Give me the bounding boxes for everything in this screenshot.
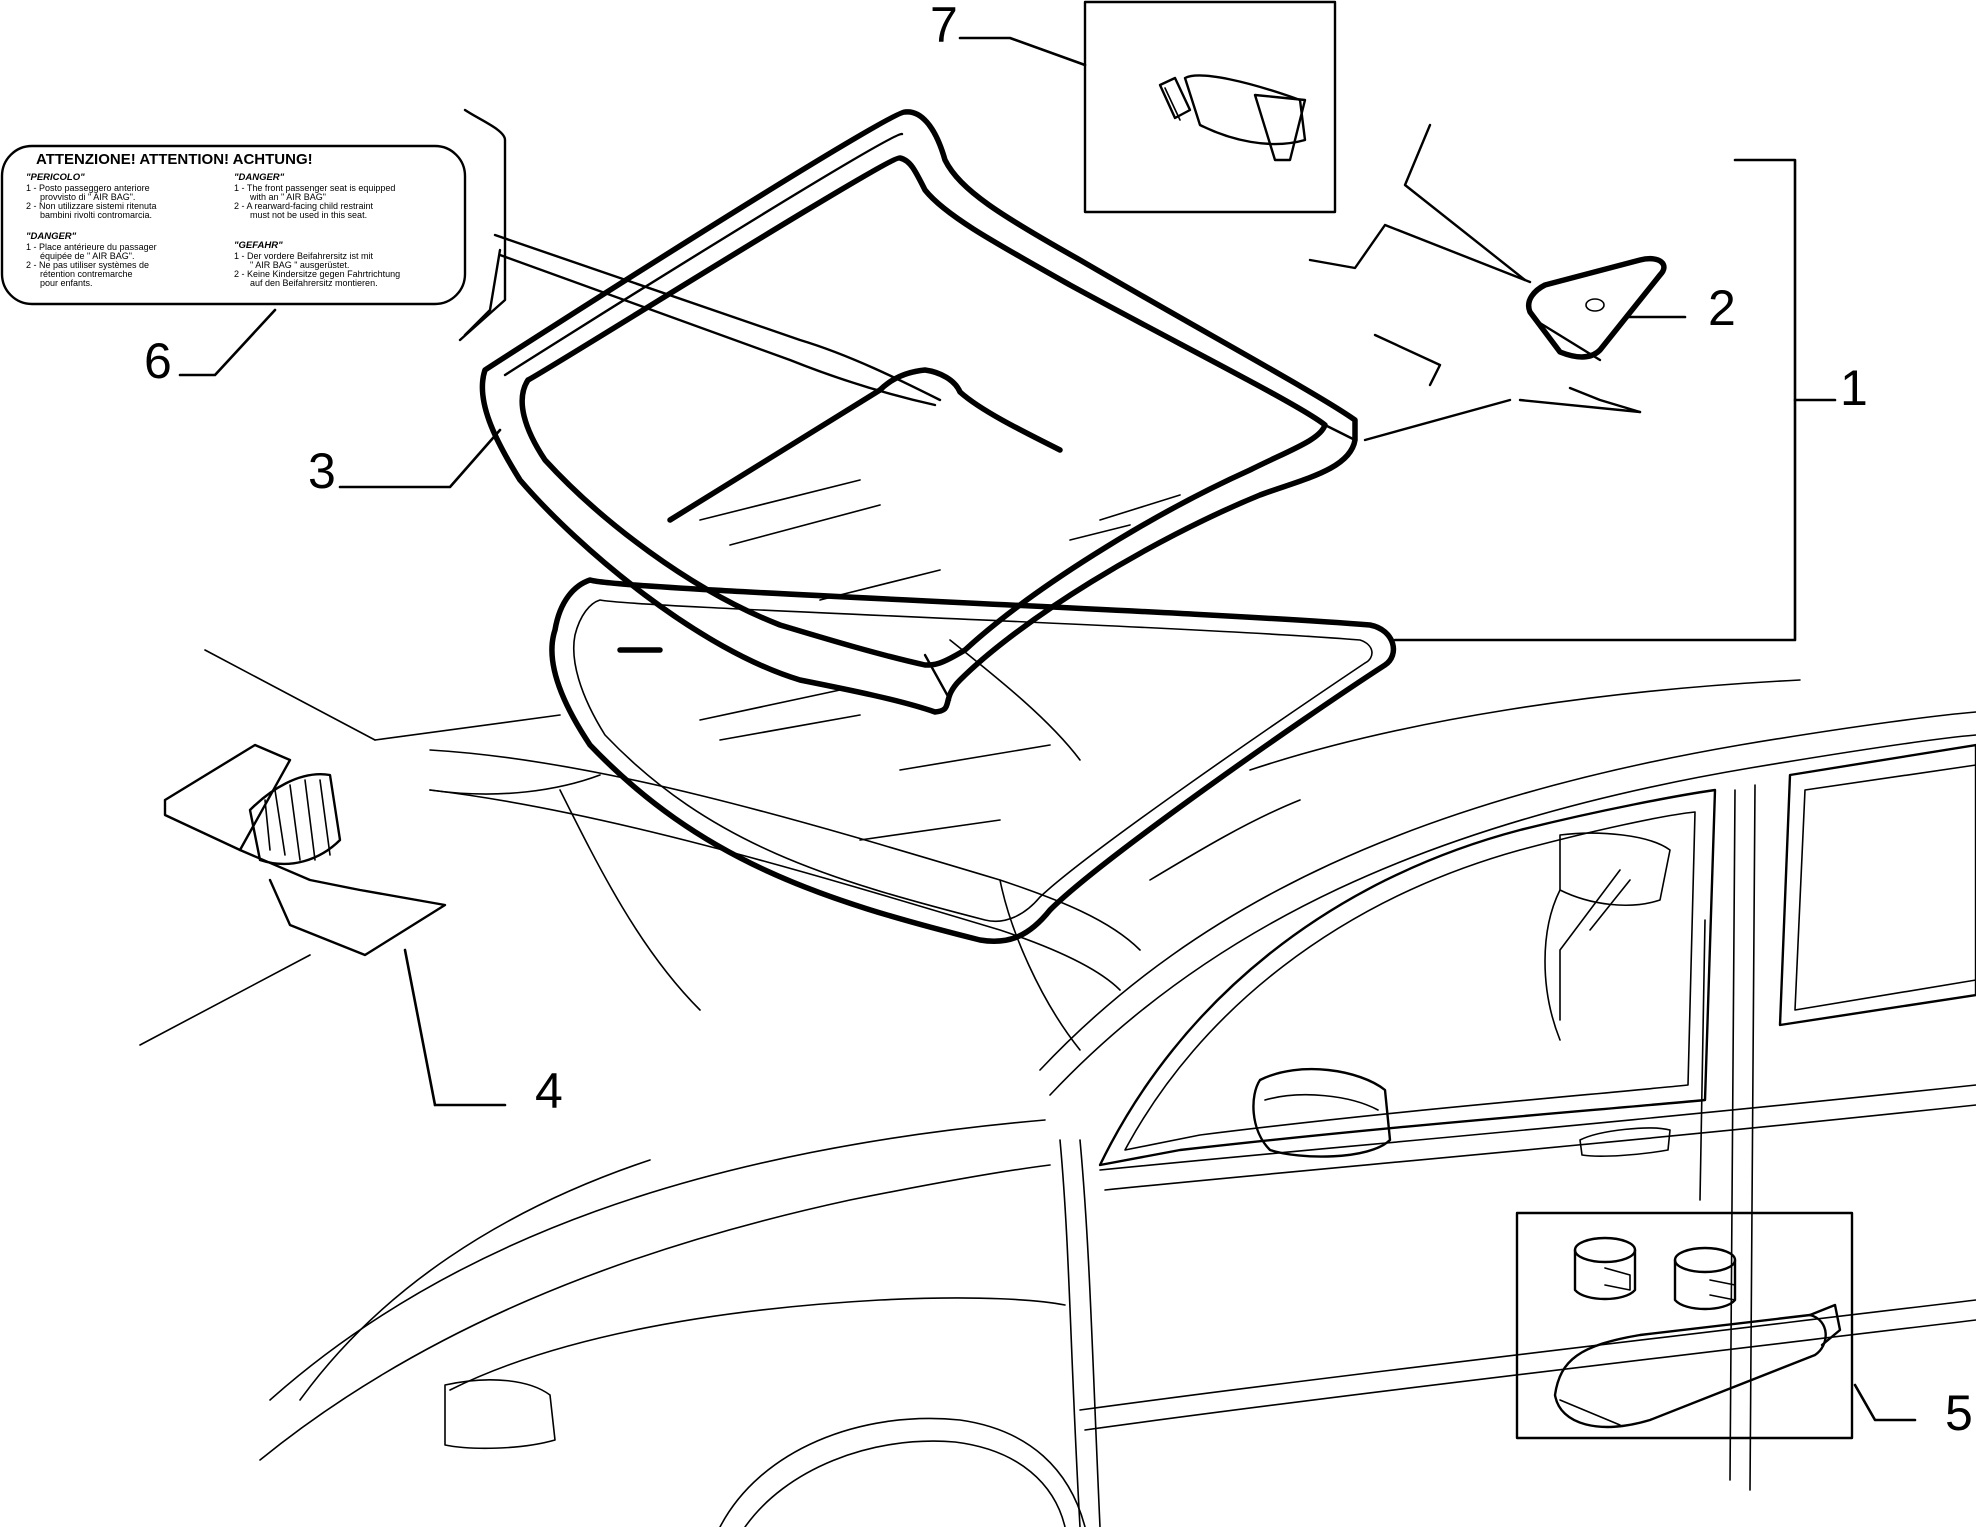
callout-5: 5 — [1945, 1385, 1973, 1441]
warning-it-line1b: provvisto di " AIR BAG". — [40, 192, 135, 202]
callout-1: 1 — [1840, 360, 1868, 416]
windscreen-seal-frame — [479, 109, 1358, 715]
warning-de-head: "GEFAHR" — [234, 240, 283, 251]
warning-it-line2b: bambini rivolti contromarcia. — [40, 210, 152, 220]
callout-numbers: 1 2 3 4 5 6 7 — [144, 0, 1973, 1441]
callout-4: 4 — [535, 1063, 563, 1119]
warning-de-line1b: " AIR BAG " ausgerüstet. — [250, 260, 349, 270]
car-body-outline — [259, 679, 1976, 1527]
callout-3: 3 — [308, 443, 336, 499]
warning-en-line2b: must not be used in this seat. — [250, 210, 367, 220]
part-7-adhesive-tube-box — [1083, 0, 1337, 214]
warning-it-line2: 2 - Non utilizzare sistemi ritenuta — [26, 201, 157, 211]
part-5-primer-kit-box — [1515, 1211, 1854, 1440]
warning-fr-head: "DANGER" — [26, 231, 77, 242]
warning-fr-line2: 2 - Ne pas utiliser systèmes de — [26, 260, 149, 270]
warning-de-line1: 1 - Der vordere Beifahrersitz ist mit — [234, 251, 374, 261]
callout-6: 6 — [144, 333, 172, 389]
windscreen-glass — [549, 577, 1397, 944]
part-6-airbag-warning-label: ATTENZIONE! ATTENTION! ACHTUNG! "PERICOL… — [0, 144, 467, 306]
warning-en-line2: 2 - A rearward-facing child restraint — [234, 201, 374, 211]
warning-title: ATTENZIONE! ATTENTION! ACHTUNG! — [36, 151, 313, 168]
part-4-applicator-tool — [163, 743, 447, 957]
part-2-mirror-mount — [1526, 256, 1667, 362]
callout-2: 2 — [1708, 280, 1736, 336]
warning-it-line1: 1 - Posto passeggero anteriore — [26, 183, 150, 193]
warning-en-line1: 1 - The front passenger seat is equipped — [234, 183, 395, 193]
warning-it-head: "PERICOLO" — [26, 172, 85, 183]
warning-de-line2b: auf den Beifahrersitz montieren. — [250, 278, 378, 288]
warning-fr-line2c: pour enfants. — [40, 278, 93, 288]
warning-fr-line1b: équipée de " AIR BAG". — [40, 251, 134, 261]
warning-en-line1b: with an " AIR BAG" — [249, 192, 326, 202]
callout-7: 7 — [930, 0, 958, 53]
leader-lines — [139, 36, 1917, 1422]
warning-de-line2: 2 - Keine Kindersitze gegen Fahrtrichtun… — [234, 269, 400, 279]
warning-fr-line1: 1 - Place antérieure du passager — [26, 242, 157, 252]
warning-en-head: "DANGER" — [234, 172, 285, 183]
warning-fr-line2b: rétention contremarche — [40, 269, 133, 279]
